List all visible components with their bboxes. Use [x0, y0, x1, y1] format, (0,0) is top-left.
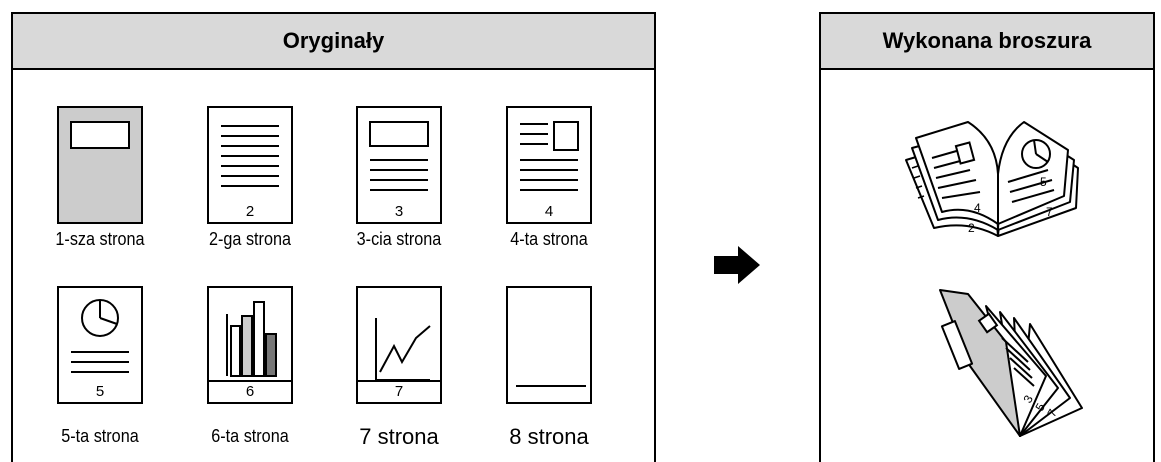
page-7-number: 7	[394, 383, 404, 400]
page-5-number: 5	[95, 383, 105, 400]
folded-booklet-icon: 3 5 7	[939, 289, 1083, 437]
open-booklet-page-7: 7	[1046, 205, 1053, 219]
page-1-caption: 1-sza strona	[55, 229, 145, 249]
open-booklet-page-4: 4	[974, 201, 981, 215]
page-2-number: 2	[245, 203, 255, 220]
bar-chart-icon	[226, 301, 277, 377]
page-6-number-box	[209, 380, 291, 402]
pie-chart-icon	[71, 299, 129, 373]
open-booklet-page-2: 2	[968, 221, 975, 235]
cover-title-box-icon	[70, 121, 130, 149]
open-booklet-icon: 4 5 2 7	[905, 121, 1079, 237]
page-7-caption: 7 strona	[359, 424, 439, 449]
page-3-box-text: 3	[356, 106, 442, 224]
box-and-lines-icon	[369, 121, 429, 191]
originals-title: Oryginały	[13, 14, 654, 70]
page-7-number-box	[358, 380, 440, 402]
page-5-pie: 5	[57, 286, 143, 404]
page-4-text-box: 4	[506, 106, 592, 224]
page-4-caption: 4-ta strona	[510, 229, 588, 249]
page-8-caption: 8 strona	[509, 424, 589, 449]
page-6-number: 6	[245, 383, 255, 400]
page-3-number: 3	[394, 203, 404, 220]
page-6-caption: 6-ta strona	[211, 426, 289, 446]
page-4-number: 4	[544, 203, 554, 220]
page-2-caption: 2-ga strona	[209, 229, 291, 249]
page-2-text: 2	[207, 106, 293, 224]
page-7-line: 7	[356, 286, 442, 404]
lines-with-picture-icon	[520, 121, 579, 191]
right-arrow-icon	[714, 246, 760, 284]
text-lines-icon	[221, 125, 279, 187]
page-6-bars: 6	[207, 286, 293, 404]
page-5-caption: 5-ta strona	[61, 426, 139, 446]
open-booklet-page-5: 5	[1040, 175, 1047, 189]
page-3-caption: 3-cia strona	[356, 229, 442, 249]
result-title: Wykonana broszura	[821, 14, 1153, 70]
page-8-blank	[506, 286, 592, 404]
page-1-cover	[57, 106, 143, 224]
single-line-icon	[516, 385, 586, 387]
